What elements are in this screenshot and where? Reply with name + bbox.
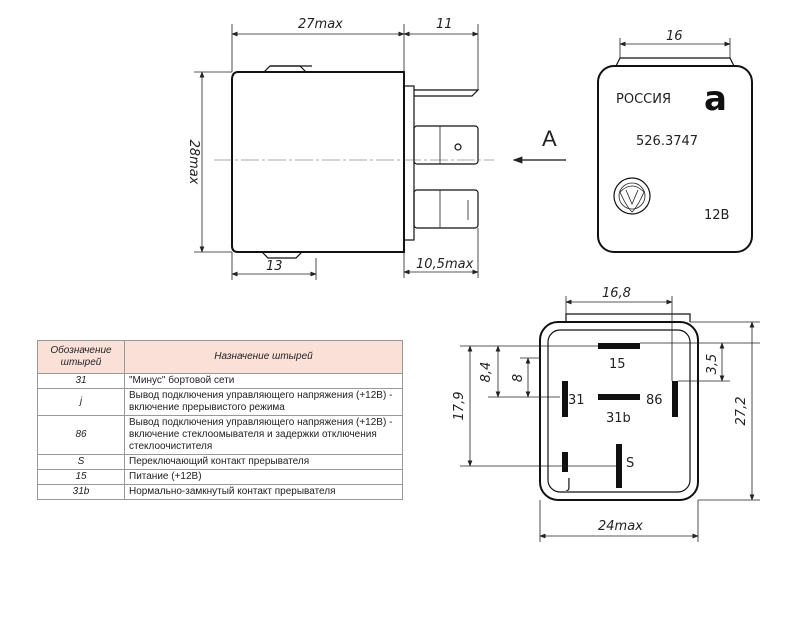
pin-label-31b: 31b [606,411,631,426]
side-view: 27max 11 28max 13 10,5max [186,17,494,280]
dim-8: 8 [511,374,526,382]
svg-text:a: a [704,79,727,119]
dim-3-5: 3,5 [705,354,720,375]
table-row: 31 "Минус" бортовой сети [37,373,403,389]
dim-28max: 28max [186,140,201,185]
view-arrow-a: A [512,126,566,164]
table-row: j Вывод подключения управляющего напряже… [37,388,403,416]
header-pin-code: Обозначение штырей [37,340,125,374]
emblem-icon [613,177,651,215]
arrow-label: A [542,126,557,151]
dim-10-5max: 10,5max [416,257,474,272]
pin-15 [598,343,640,349]
pin-j [562,452,568,472]
model-label: 526.3747 [636,134,698,149]
logo-icon: a [704,79,727,119]
dim-16-8: 16,8 [602,286,631,301]
pin-view: 15 31 86 31b S J 16,8 8,4 8 17,9 3,5 27,… [452,286,760,542]
dim-8-4: 8,4 [479,362,494,383]
table-row: 31b Нормально-замкнутый контакт прерыват… [37,484,403,500]
front-view: 16 РОССИЯ 526.3747 12В a [597,29,753,253]
pin-s [616,444,622,488]
table-row: 86 Вывод подключения управляющего напряж… [37,415,403,455]
dim-27-2: 27,2 [734,397,749,426]
pin-86 [672,381,678,417]
dim-17-9: 17,9 [452,392,467,421]
pin-label-s: S [626,456,634,471]
dim-24max: 24max [598,519,643,534]
header-pin-purpose: Назначение штырей [124,340,403,374]
dim-13: 13 [266,259,283,274]
pin-31 [562,381,568,417]
pin-assignment-table: Обозначение штырей Назначение штырей 31 … [37,340,403,500]
table-row: S Переключающий контакт прерывателя [37,454,403,470]
table-row: 15 Питание (+12В) [37,469,403,485]
pin-label-j: J [566,477,571,492]
voltage-label: 12В [704,208,729,223]
dim-16: 16 [666,29,683,44]
pin-label-31: 31 [568,393,585,408]
country-label: РОССИЯ [616,92,671,107]
pin-label-15: 15 [609,357,626,372]
dim-27max: 27max [298,17,343,32]
dim-11: 11 [436,17,453,32]
pin-label-86: 86 [646,393,663,408]
pin-31b [598,394,640,400]
